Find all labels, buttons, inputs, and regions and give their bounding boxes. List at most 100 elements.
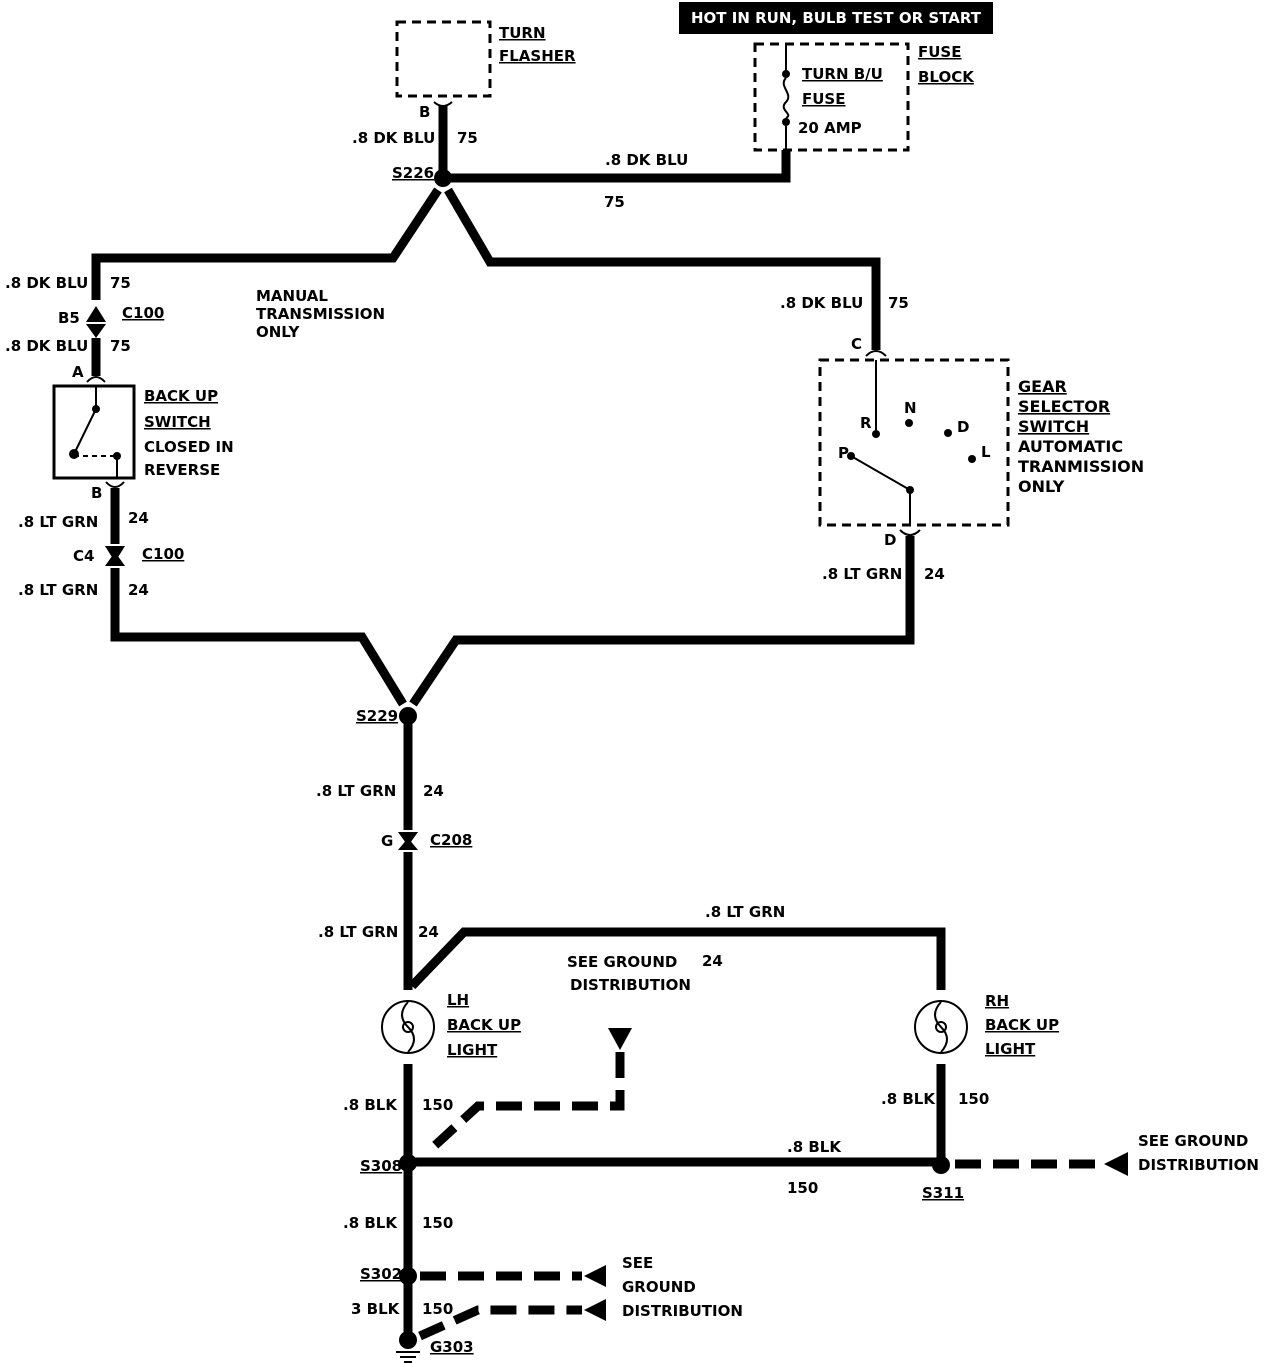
ground-arrow-down-icon	[608, 1028, 632, 1050]
wire-s226-to-backup-switch	[91, 187, 442, 300]
lh-backup-light-center	[402, 1021, 414, 1033]
wire-label-150-g303: 150	[422, 1300, 453, 1318]
wire-label-blk-lower: .8 BLK	[343, 1214, 398, 1232]
wire-label-blk-lh: .8 BLK	[343, 1096, 398, 1114]
ground-arrow-left-icon-rh	[1104, 1152, 1128, 1176]
lh-backup-light-bulb-icon	[381, 1000, 435, 1054]
splice-s226-dot	[434, 169, 452, 187]
pin-b5-label: B5	[58, 309, 80, 327]
wire-label-ltgrn-right: .8 LT GRN	[822, 565, 902, 583]
pin-d-label: D	[884, 531, 896, 549]
turn-flasher-connector-icon	[433, 101, 453, 107]
rh-backup-light-label-1: RH	[985, 992, 1009, 1010]
manual-note-2: TRANSMISSION	[256, 305, 385, 323]
gear-pos-d-dot	[944, 429, 952, 437]
connector-c100-bottom-icon	[105, 546, 125, 566]
ground-g303-dot	[399, 1331, 417, 1349]
fuse-name-line2: FUSE	[802, 90, 845, 108]
fuse-block-label-1: FUSE	[918, 43, 961, 61]
rh-backup-light-label-3: LIGHT	[985, 1040, 1036, 1058]
wire-label-ltgrn-left-bot: .8 LT GRN	[18, 581, 98, 599]
wire-label-dkblu-fuse: .8 DK BLU	[605, 151, 688, 169]
turn-flasher-label-2: FLASHER	[499, 47, 576, 65]
turn-flasher-box	[395, 20, 492, 98]
wire-label-75-left-mid: 75	[110, 337, 131, 355]
wire-label-75-right: 75	[888, 294, 909, 312]
pin-g-label: G	[381, 832, 393, 850]
lh-backup-light-label-2: BACK UP	[447, 1016, 521, 1034]
gear-selector-label-4: AUTOMATIC	[1018, 437, 1123, 456]
fuse-block-label-2: BLOCK	[918, 68, 975, 86]
gear-pos-n-dot	[905, 419, 913, 427]
connector-c100-bottom-label: C100	[142, 545, 184, 563]
turn-flasher-pin-b: B	[419, 103, 430, 121]
gear-pos-l-dot	[968, 455, 976, 463]
wire-label-24-mid: 24	[423, 782, 444, 800]
connector-c208-label: C208	[430, 831, 472, 849]
backup-switch-label-1: BACK UP	[144, 387, 218, 405]
gear-pos-d-label: D	[957, 418, 969, 436]
see-ground-2-line2: DISTRIBUTION	[1138, 1156, 1259, 1174]
backup-switch-connector-b-icon	[105, 481, 125, 488]
gear-pos-r-dot	[872, 430, 880, 438]
wire-ground-dashed-g303	[418, 1305, 582, 1341]
backup-switch-contact-pivot	[69, 449, 79, 459]
wire-gear-selector-to-s229	[409, 536, 915, 707]
fuse-name-line1: TURN B/U	[802, 65, 883, 83]
rh-backup-light-label-2: BACK UP	[985, 1016, 1059, 1034]
gear-selector-label-2: SELECTOR	[1018, 397, 1110, 416]
gear-selector-label-3: SWITCH	[1018, 417, 1089, 436]
gear-pos-r-label: R	[860, 414, 872, 432]
backup-switch-label-4: REVERSE	[144, 461, 220, 479]
wire-label-150-mid: 150	[787, 1179, 818, 1197]
wire-label-blk-rh: .8 BLK	[881, 1090, 936, 1108]
gear-pos-n-label: N	[904, 399, 917, 417]
wire-label-ltgrn-left-top: .8 LT GRN	[18, 513, 98, 531]
gear-selector-box	[818, 358, 1010, 527]
splice-s311-dot	[932, 1156, 950, 1174]
ground-arrow-left-icon-s302	[584, 1265, 606, 1287]
wire-label-24-lower: 24	[418, 923, 439, 941]
wire-label-ltgrn-rh: .8 LT GRN	[705, 903, 785, 921]
wire-s226-to-fuse	[443, 150, 791, 183]
manual-note-3: ONLY	[256, 323, 301, 341]
lh-backup-light-label-1: LH	[447, 991, 469, 1009]
wire-label-75-fuse: 75	[604, 193, 625, 211]
gear-pos-l-label: L	[981, 443, 991, 461]
wire-label-dkblu-left-mid: .8 DK BLU	[5, 337, 88, 355]
turn-flasher-label-1: TURN	[499, 24, 546, 42]
see-ground-3-line3: DISTRIBUTION	[622, 1302, 743, 1320]
lh-backup-light-filament	[401, 1001, 415, 1053]
gear-pos-p-label: P	[838, 444, 849, 462]
wire-backup-switch-to-s229	[110, 568, 407, 707]
pin-c-label: C	[851, 335, 862, 353]
connector-c100-top-label: C100	[122, 304, 164, 322]
wire-label-150-rh: 150	[958, 1090, 989, 1108]
splice-s229-label: S229	[356, 707, 398, 725]
pin-b-switch-label: B	[91, 484, 102, 502]
wire-label-blk-mid: .8 BLK	[787, 1138, 842, 1156]
see-ground-1-line1: SEE GROUND	[567, 953, 677, 971]
see-ground-3-line1: SEE	[622, 1254, 653, 1272]
header-banner-text: HOT IN RUN, BULB TEST OR START	[691, 9, 982, 27]
wire-label-ltgrn-lower: .8 LT GRN	[318, 923, 398, 941]
gear-selector-connector-c-icon	[865, 350, 887, 357]
gear-selector-arm	[850, 455, 911, 491]
rh-backup-light-filament	[934, 1001, 948, 1053]
wire-s226-to-gear-selector	[444, 187, 881, 350]
see-ground-3-line2: GROUND	[622, 1278, 696, 1296]
wire-label-75-flasher: 75	[457, 129, 478, 147]
connector-c208-icon	[398, 832, 418, 850]
wire-label-dkblu-left-top: .8 DK BLU	[5, 274, 88, 292]
splice-s311-label: S311	[922, 1184, 964, 1202]
wire-label-24-rh: 24	[702, 952, 723, 970]
fuse-element-icon	[782, 77, 790, 119]
rh-backup-light-center	[935, 1021, 947, 1033]
splice-s308-label: S308	[360, 1157, 402, 1175]
splice-s302-label: S302	[360, 1265, 402, 1283]
backup-switch-box	[52, 384, 136, 480]
ground-g303-label: G303	[430, 1338, 474, 1356]
wire-label-ltgrn-mid: .8 LT GRN	[316, 782, 396, 800]
wire-label-dkblu-flasher: .8 DK BLU	[352, 129, 435, 147]
